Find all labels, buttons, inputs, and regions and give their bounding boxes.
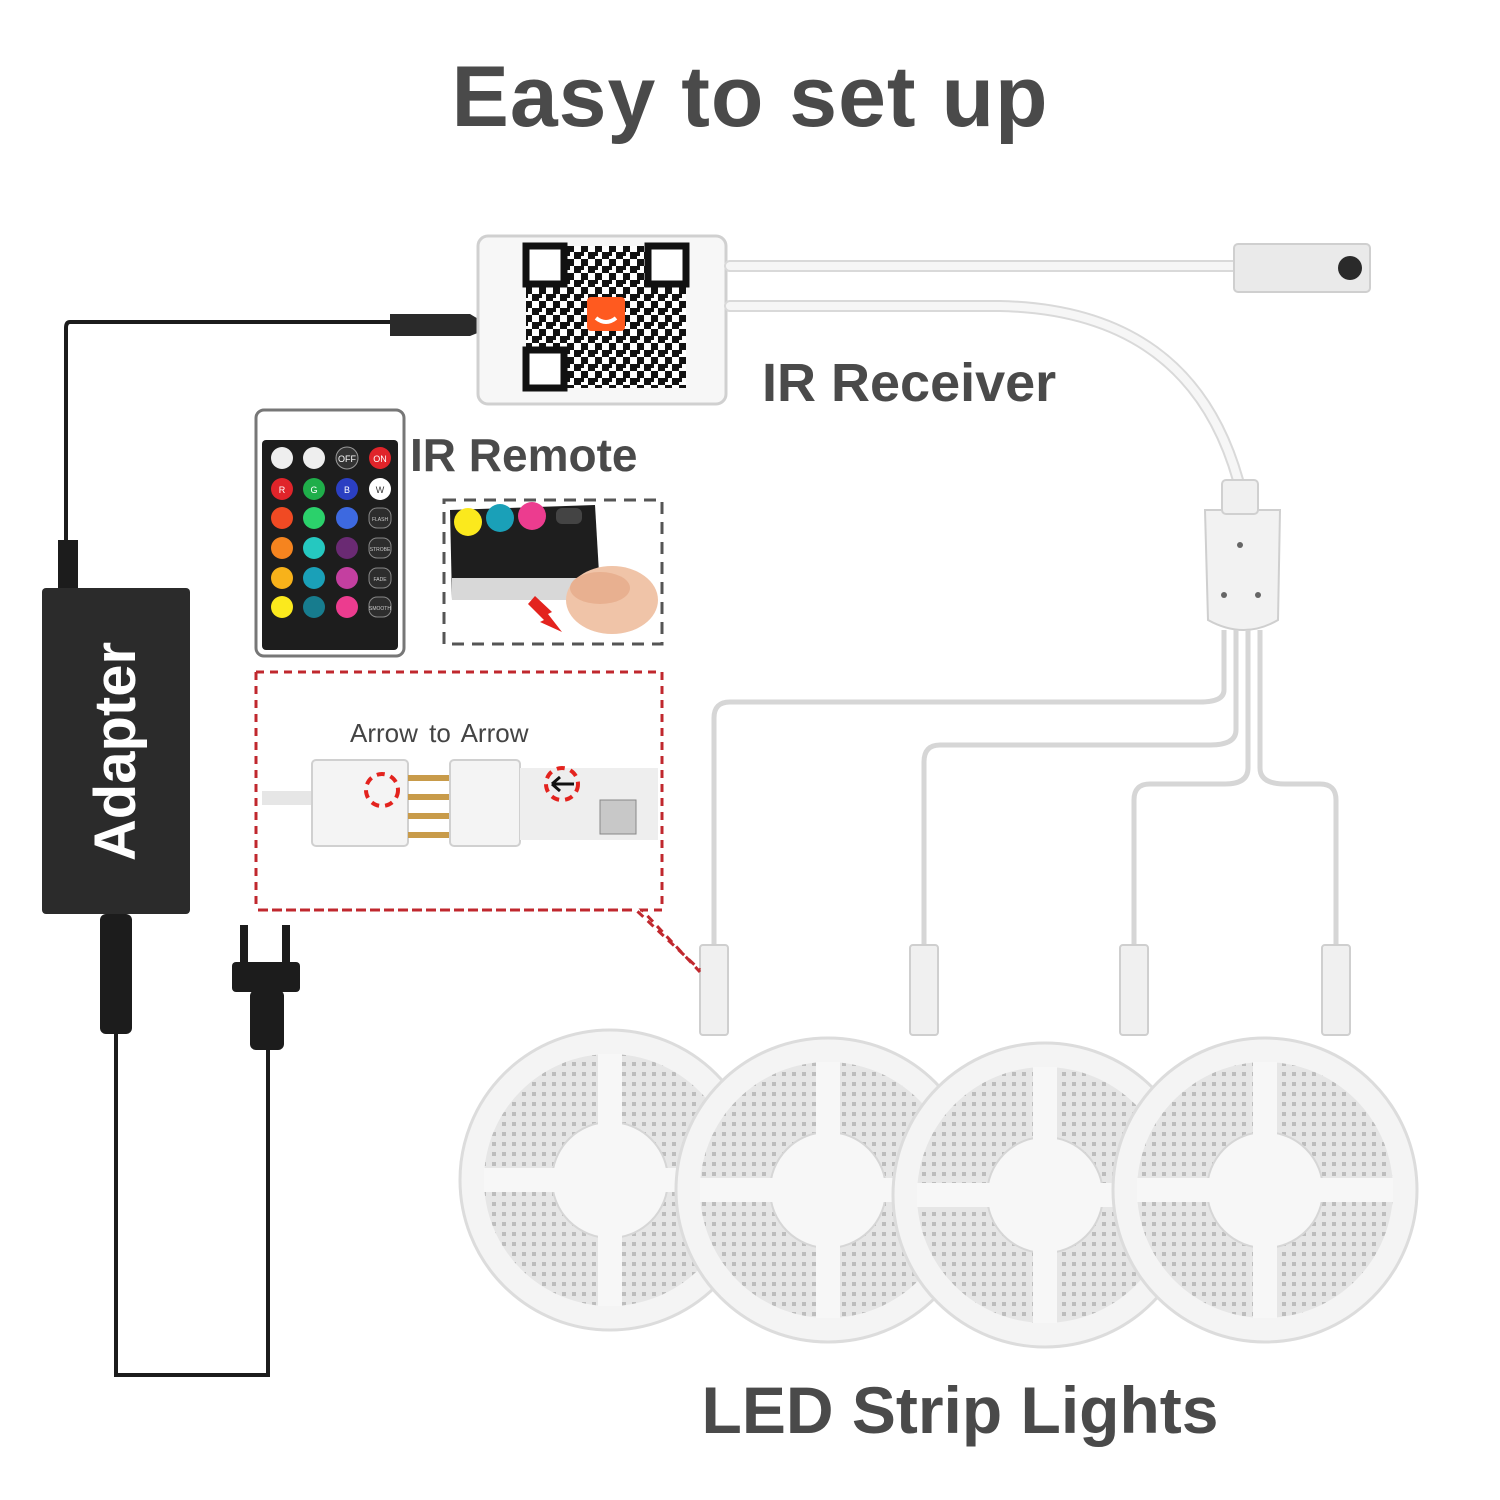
ir-remote: OFF ON R G B W FLASH STROBE FADE SMOOTH <box>254 408 406 658</box>
remote-off-button: OFF <box>338 454 356 464</box>
led-reel-1 <box>458 1028 762 1332</box>
remote-w-button: W <box>376 485 385 495</box>
battery-tab-inset <box>442 498 664 646</box>
strip-connectors <box>699 944 1351 1036</box>
adapter-label: Adapter <box>83 641 149 861</box>
remote-on-button: ON <box>373 454 387 464</box>
page-title: Easy to set up <box>451 49 1049 145</box>
ir-receiver-controller <box>476 234 728 406</box>
adapter-label-box: Adapter <box>42 588 190 914</box>
led-strip-lights-label: LED Strip Lights <box>701 1373 1219 1447</box>
dc-plug <box>390 314 480 336</box>
connection-inset <box>254 670 702 974</box>
us-plug-icon <box>232 925 300 1050</box>
ir-receiver-label: IR Receiver <box>762 353 1057 413</box>
dc-female-connector <box>1233 243 1371 293</box>
arrow-to-arrow-label: Arrow to Arrow <box>350 718 529 748</box>
four-way-splitter <box>1203 479 1282 631</box>
remote-smooth-button: SMOOTH <box>369 606 391 612</box>
arrow-icon <box>528 596 562 632</box>
led-reel-4 <box>1111 1036 1419 1344</box>
remote-r-button: R <box>279 485 286 495</box>
remote-b-button: B <box>344 485 350 495</box>
remote-fade-button: FADE <box>373 577 387 583</box>
tuya-app-icon <box>587 297 625 331</box>
ir-remote-label: IR Remote <box>410 429 638 481</box>
splitter-output-wires <box>711 630 1339 945</box>
remote-flash-button: FLASH <box>372 517 389 523</box>
led-reel-3 <box>891 1041 1199 1349</box>
adapter-plug-strain-relief <box>100 914 132 1034</box>
adapter-box <box>42 588 190 914</box>
remote-g-button: G <box>310 485 317 495</box>
remote-strobe-button: STROBE <box>370 547 391 553</box>
adapter-cable-strain-relief <box>58 540 78 590</box>
adapter-cable <box>64 320 395 1377</box>
led-reel-2 <box>674 1036 982 1344</box>
